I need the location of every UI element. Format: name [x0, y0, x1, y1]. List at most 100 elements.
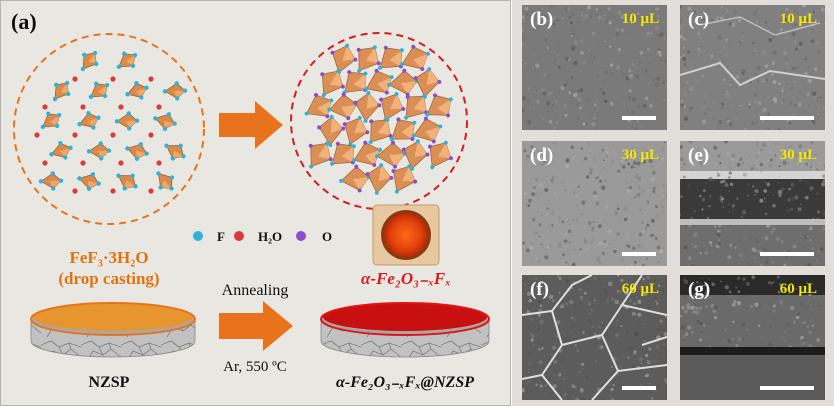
fe2o3-octahedron [389, 117, 417, 142]
product-formula: α-Fe₂O₃₋ₓFₓ [361, 269, 451, 288]
fef6-octahedron [164, 143, 186, 161]
fe2o3-octahedron [327, 92, 359, 121]
fef6-octahedron [153, 112, 177, 131]
oxygen-atom-icon [296, 231, 306, 241]
sem-panel-c: (c) 10 μL [680, 5, 825, 130]
fef6-octahedron [77, 111, 101, 130]
sem-volume: 60 μL [621, 281, 659, 297]
fe2o3-octahedron [356, 45, 381, 73]
sem-cross-section-image [680, 141, 825, 266]
sem-label: (c) [688, 9, 710, 30]
product-lattice [304, 43, 453, 195]
fe2o3-octahedron [364, 68, 394, 95]
fef6-octahedron [162, 81, 188, 101]
sem-surface-image [522, 141, 667, 266]
fef6-octahedron [77, 172, 101, 191]
fef6-octahedron [125, 142, 149, 161]
fe2o3-octahedron [391, 164, 418, 194]
fe2o3-octahedron [320, 68, 345, 98]
water-molecule-icon [234, 231, 244, 241]
sem-volume: 60 μL [779, 281, 817, 297]
fe2o3-octahedron [365, 163, 394, 195]
water-molecule [110, 76, 116, 82]
water-molecule [156, 160, 162, 166]
scale-bar [622, 116, 656, 120]
scale-bar [760, 386, 814, 390]
fe2o3-octahedron [368, 117, 393, 145]
fe2o3-octahedron [342, 70, 368, 95]
fe2o3-octahedron [411, 116, 443, 144]
water-molecule [72, 132, 78, 138]
sem-label: (b) [530, 9, 554, 30]
precursor-formula: FeF₃·3H₂O [69, 248, 148, 267]
sem-panel-f: (f) 60 μL [522, 275, 667, 400]
schematic-drawing: (a) F H₂O O FeF₃·3H₂O [11, 9, 490, 391]
sem-panel-b: (b) 10 μL [522, 5, 667, 130]
water-molecule [148, 188, 154, 194]
water-molecule [118, 104, 124, 110]
fe2o3-octahedron [353, 91, 382, 123]
process-conditions: Ar, 550 ºC [223, 359, 287, 375]
scale-bar [760, 116, 814, 120]
precursor-circle [13, 33, 205, 225]
fe2o3-octahedron [304, 92, 334, 119]
sem-panel-d: (d) 30 μL [522, 141, 667, 266]
fe2o3-octahedron [401, 139, 430, 171]
water-molecule [148, 132, 154, 138]
scale-bar [622, 252, 656, 256]
fef6-octahedron [52, 80, 71, 102]
water-molecule [80, 160, 86, 166]
water-molecule [42, 160, 48, 166]
process-step: Annealing [222, 282, 289, 299]
sem-cross-section-image [680, 5, 825, 130]
water-molecule [42, 104, 48, 110]
sem-panel-g: (g) 60 μL [680, 275, 825, 400]
fef6-octahedron [80, 50, 99, 72]
sem-volume: 10 μL [779, 11, 817, 27]
fef6-octahedron [156, 171, 175, 191]
sem-surface-image [522, 275, 667, 400]
fef6-octahedron [116, 173, 138, 191]
water-molecule [110, 132, 116, 138]
sem-volume: 30 μL [621, 147, 659, 163]
nzsp-pellet-right [320, 302, 490, 358]
sem-label: (e) [688, 145, 710, 166]
fluorine-atom-icon [193, 231, 203, 241]
sem-volume: 30 μL [779, 147, 817, 163]
fef6-octahedron [116, 51, 138, 70]
fef6-octahedron [114, 111, 140, 131]
legend-water: H₂O [258, 229, 282, 244]
water-molecule [72, 76, 78, 82]
substrate-label: NZSP [89, 374, 130, 391]
final-product-label: α-Fe₂O₃₋ₓFₓ@NZSP [336, 374, 474, 391]
sem-label: (g) [688, 279, 711, 300]
legend-oxygen: O [322, 229, 332, 244]
product-photo [372, 204, 440, 266]
fef6-octahedron [38, 171, 64, 191]
fe2o3-octahedron [317, 115, 346, 147]
water-molecule [156, 104, 162, 110]
annealing-arrow-icon [219, 301, 293, 351]
panel-a-label: (a) [11, 9, 37, 34]
scale-bar [760, 252, 814, 256]
water-molecule [148, 76, 154, 82]
water-molecule [34, 132, 40, 138]
fe2o3-octahedron [375, 140, 407, 169]
top-arrow-icon [219, 101, 283, 149]
sem-volume: 10 μL [621, 11, 659, 27]
fef6-octahedron [86, 141, 112, 161]
scale-bar [622, 386, 656, 390]
fe2o3-octahedron [427, 140, 453, 170]
fef6-octahedron [125, 81, 149, 100]
precursor-lattice [34, 50, 188, 194]
water-molecule [110, 188, 116, 194]
precursor-method: (drop casting) [58, 269, 159, 288]
fe2o3-octahedron [379, 92, 406, 122]
fef6-octahedron [40, 111, 62, 130]
fe2o3-octahedron [330, 141, 356, 166]
fef6-octahedron [49, 141, 73, 160]
fe2o3-octahedron [352, 140, 382, 168]
nzsp-pellet-left [30, 302, 196, 358]
sem-cross-section-image [680, 275, 825, 400]
sem-surface-image [522, 5, 667, 130]
